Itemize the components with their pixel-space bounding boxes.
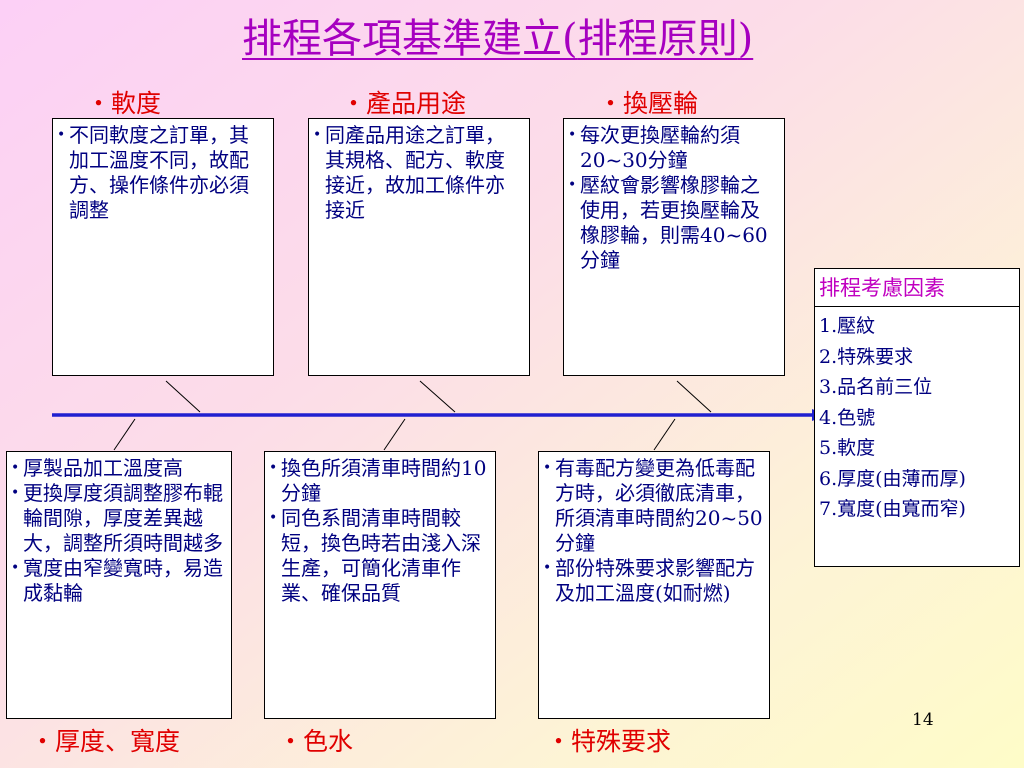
- bullet-item: 壓紋會影響橡膠輪之使用，若更換壓輪及橡膠輪，則需40~60分鐘: [568, 173, 778, 273]
- title-paren-text: 排程原則: [577, 16, 738, 62]
- bullet-item: 同產品用途之訂單，其規格、配方、軟度接近，故加工條件亦接近: [313, 123, 523, 223]
- box-roller-change: 每次更換壓輪約須20~30分鐘 壓紋會影響橡膠輪之使用，若更換壓輪及橡膠輪，則需…: [563, 118, 785, 376]
- bullet-item: 不同軟度之訂單，其加工溫度不同，故配方、操作條件亦必須調整: [57, 123, 267, 223]
- category-product-usage: ・產品用途: [341, 89, 467, 118]
- title-paren-open: (: [562, 16, 578, 62]
- bone-bottom-2: [383, 418, 406, 451]
- factor-item: 3.品名前三位: [819, 376, 933, 398]
- box-special-requirements: 有毒配方變更為低毒配方時，必須徹底清車，所須清車時間約20~50分鐘 部份特殊要…: [538, 451, 770, 719]
- title-main: 排程各項基準建立: [242, 16, 562, 62]
- bone-top-3: [676, 380, 712, 413]
- category-softness: ・軟度: [86, 89, 162, 118]
- box-softness: 不同軟度之訂單，其加工溫度不同，故配方、操作條件亦必須調整: [52, 118, 274, 376]
- bone-top-2: [419, 380, 456, 413]
- box-thickness-width: 厚製品加工溫度高 更換厚度須調整膠布輥輪間隙，厚度差異越大，調整所須時間越多 寬…: [6, 451, 232, 719]
- bullet-item: 換色所須清車時間約10分鐘: [269, 456, 489, 506]
- bullet-item: 更換厚度須調整膠布輥輪間隙，厚度差異越大，調整所須時間越多: [11, 481, 225, 556]
- bullet-item: 同色系間清車時間較短，換色時若由淺入深生產，可簡化清車作業、確保品質: [269, 506, 489, 606]
- bone-top-1: [165, 380, 201, 413]
- bone-bottom-1: [113, 418, 136, 451]
- category-thickness-width: ・厚度、寬度: [30, 727, 181, 756]
- factor-item: 6.厚度(由薄而厚): [819, 467, 966, 490]
- page-number: 14: [912, 710, 934, 730]
- bullet-item: 每次更換壓輪約須20~30分鐘: [568, 123, 778, 173]
- bullet-item: 厚製品加工溫度高: [11, 456, 225, 481]
- title-paren-close: ): [737, 16, 754, 62]
- box-product-usage: 同產品用途之訂單，其規格、配方、軟度接近，故加工條件亦接近: [308, 118, 530, 376]
- category-roller-change: ・換壓輪: [598, 89, 699, 118]
- factors-heading: 排程考慮因素: [815, 269, 1019, 307]
- bullet-item: 有毒配方變更為低毒配方時，必須徹底清車，所須清車時間約20~50分鐘: [543, 456, 763, 556]
- factor-item: 1.壓紋: [819, 315, 876, 337]
- box-color: 換色所須清車時間約10分鐘 同色系間清車時間較短，換色時若由淺入深生產，可簡化清…: [264, 451, 496, 719]
- factor-item: 4.色號: [819, 406, 876, 429]
- category-color: ・色水: [278, 727, 354, 756]
- bullet-item: 部份特殊要求影響配方及加工溫度(如耐燃): [543, 556, 763, 606]
- factor-item: 2.特殊要求: [819, 345, 914, 368]
- scheduling-factors-table: 排程考慮因素 1.壓紋 2.特殊要求 3.品名前三位 4.色號 5.軟度 6.厚…: [814, 268, 1020, 567]
- factor-item: 7.寬度(由寬而窄): [819, 498, 966, 520]
- slide-title: 排程各項基準建立(排程原則): [170, 6, 830, 64]
- bone-bottom-3: [653, 418, 676, 451]
- category-special-requirements: ・特殊要求: [546, 727, 672, 756]
- factor-item: 5.軟度: [819, 437, 876, 459]
- bullet-item: 寬度由窄變寬時，易造成黏輪: [11, 556, 225, 606]
